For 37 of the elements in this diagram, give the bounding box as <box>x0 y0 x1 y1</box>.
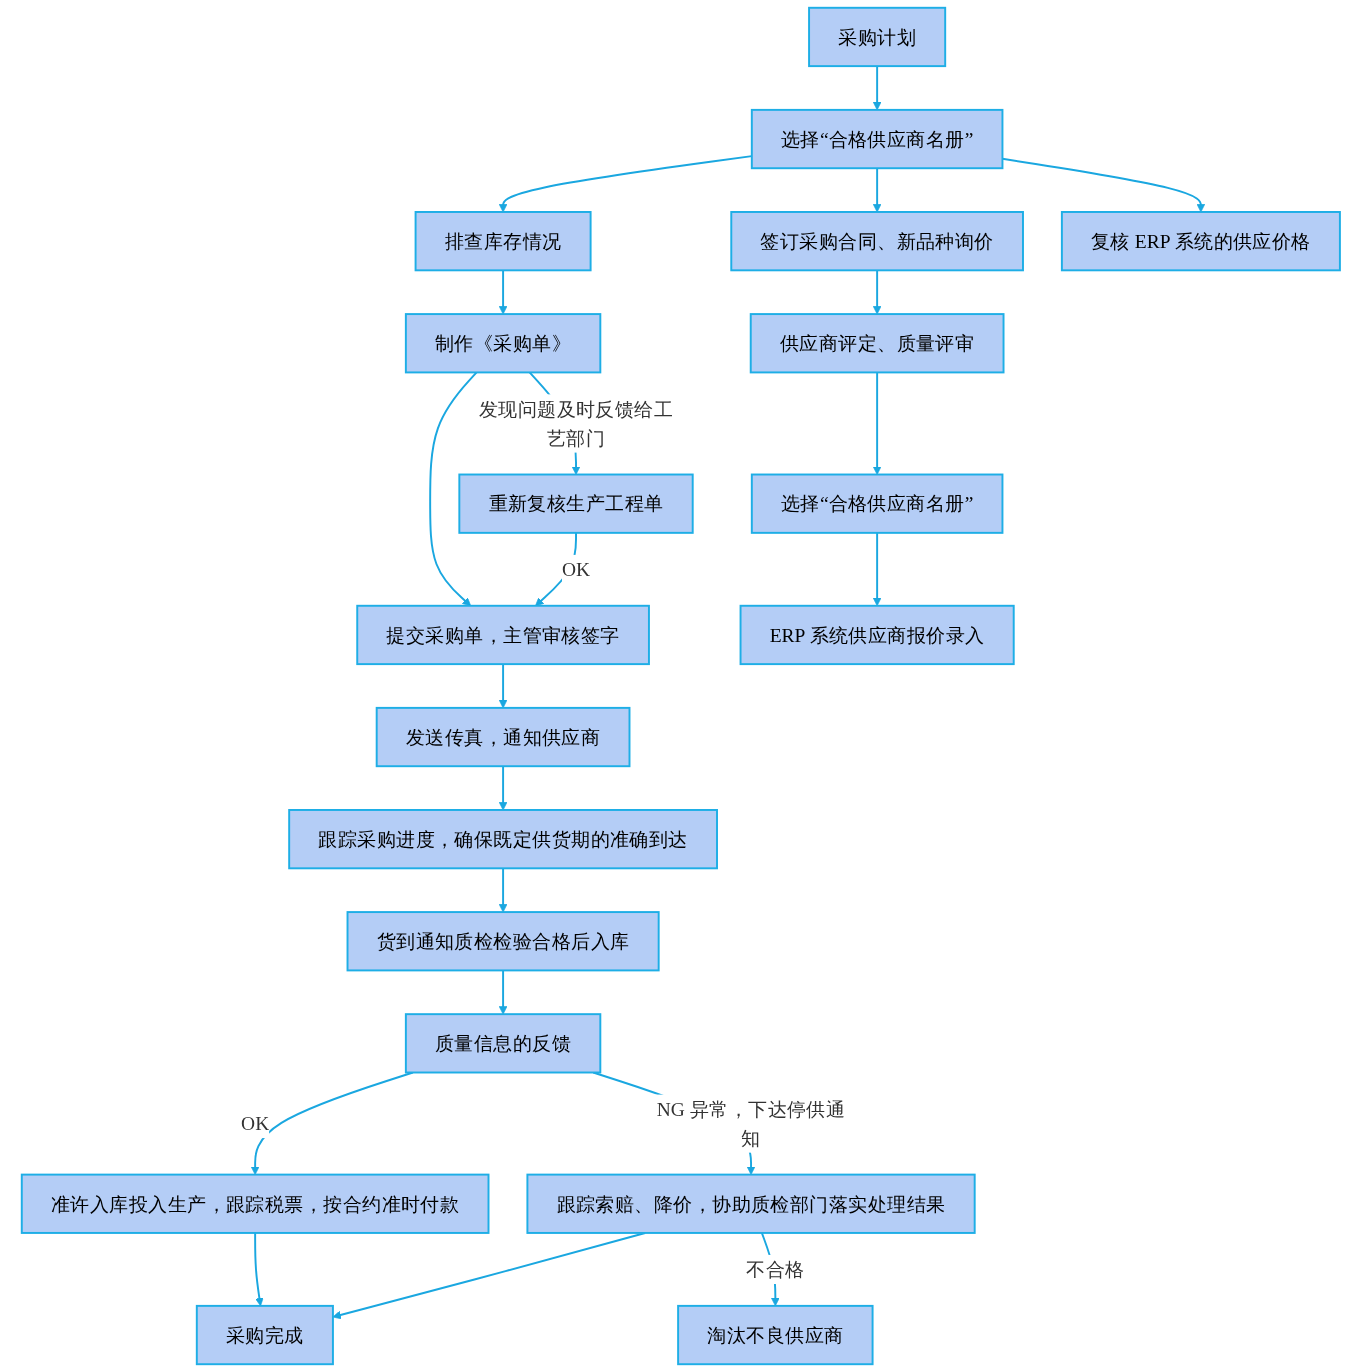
node-box: 签订采购合同、新品种询价 <box>730 211 1025 272</box>
node-box: 采购完成 <box>196 1304 335 1366</box>
arrow <box>873 269 882 315</box>
node-box: 选择“合格供应商名册” <box>751 473 1004 534</box>
arrow <box>498 969 508 1015</box>
node-box: 重新复核生产工程单 <box>458 473 694 534</box>
node-box: 货到通知质检检验合格后入库 <box>346 911 660 972</box>
arrow <box>873 371 882 475</box>
edge-label: OK <box>241 1112 270 1135</box>
node-box: 发送传真，通知供应商 <box>375 706 631 768</box>
node-box: 跟踪采购进度，确保既定供货期的准确到达 <box>288 809 719 870</box>
node-box: 供应商评定、质量评审 <box>749 313 1005 374</box>
node-box: 复核 ERP 系统的供应价格 <box>1061 211 1342 272</box>
arrow <box>873 531 882 607</box>
node-box: 采购计划 <box>808 6 947 68</box>
arrow <box>873 65 882 111</box>
arrow <box>498 269 508 315</box>
arrow <box>254 1232 264 1307</box>
arrow <box>873 167 882 213</box>
arrow <box>498 765 508 811</box>
edge-label: NG 异常，下达停供通知 <box>656 1098 846 1149</box>
node-box: 准许入库投入生产，跟踪税票，按合约准时付款 <box>20 1173 490 1234</box>
edge-label: 不合格 <box>746 1258 805 1281</box>
node-box: 质量信息的反馈 <box>405 1013 602 1074</box>
arrow <box>498 663 508 709</box>
edge-label: 发现问题及时反馈给工艺部门 <box>478 398 674 449</box>
arrow <box>429 371 478 607</box>
node-box: 提交采购单，主管审核签字 <box>356 604 651 666</box>
arrow <box>251 1071 415 1175</box>
node-box: 跟踪索赔、降价，协助质检部门落实处理结果 <box>526 1173 976 1234</box>
node-box: ERP 系统供应商报价录入 <box>739 604 1015 666</box>
node-box: 淘汰不良供应商 <box>677 1304 874 1366</box>
edge-label: OK <box>562 558 591 581</box>
node-box: 制作《采购单》 <box>405 313 602 374</box>
node-box: 选择“合格供应商名册” <box>751 108 1004 170</box>
arrow <box>498 867 508 913</box>
node-box: 排查库存情况 <box>414 211 592 272</box>
